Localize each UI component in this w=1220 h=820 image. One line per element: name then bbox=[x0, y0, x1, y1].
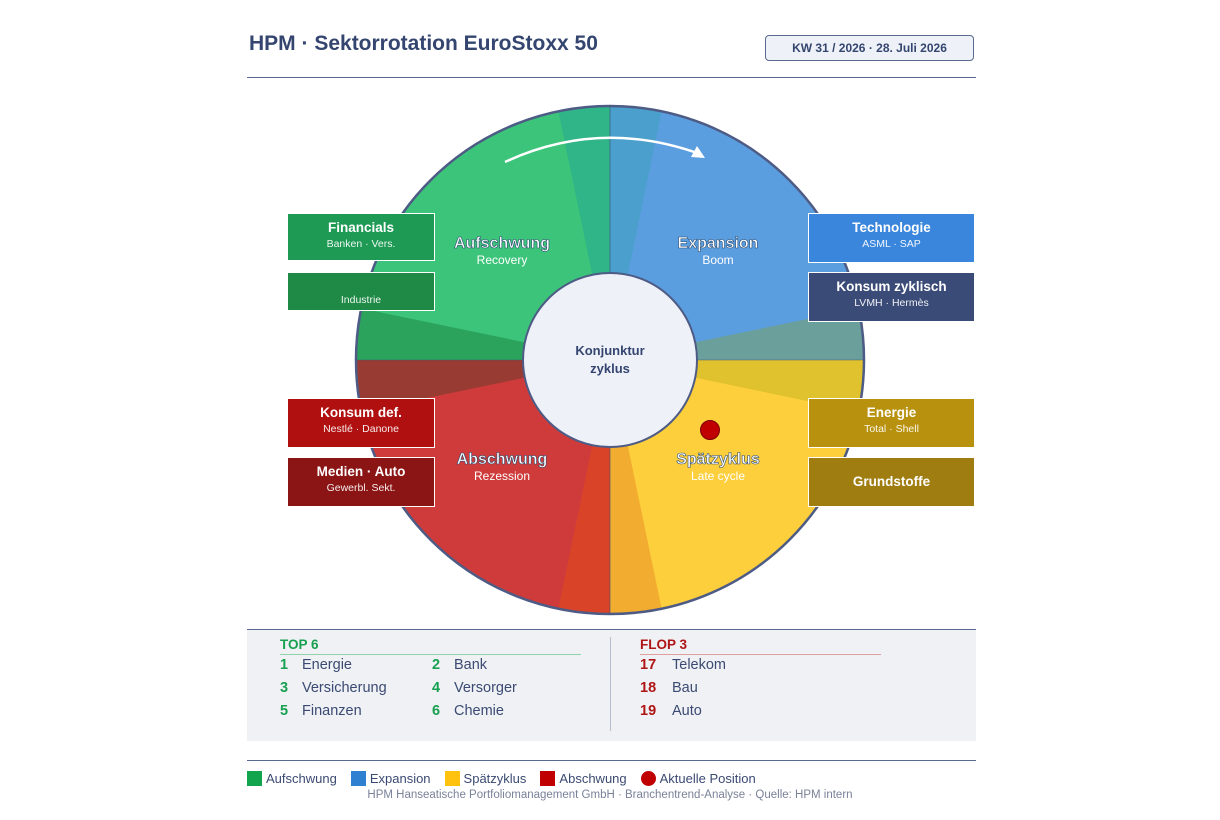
sector-subtitle: LVMH · Hermès bbox=[854, 297, 929, 309]
sector-subtitle: Banken · Vers. bbox=[326, 238, 396, 250]
sector-box-industrie: Industrie bbox=[287, 272, 435, 311]
date-badge: KW 31 / 2026 · 28. Juli 2026 bbox=[765, 35, 974, 61]
sector-box-technologie: Technologie ASML · SAP bbox=[808, 213, 975, 263]
sector-box-medien-auto: Medien · Auto Gewerbl. Sekt. bbox=[287, 457, 435, 507]
top-name: Energie bbox=[302, 657, 352, 673]
legend-item: Spätzyklus bbox=[444, 770, 527, 786]
ranking-panel bbox=[247, 629, 976, 741]
phase-title-spaetzyklus: Spätzyklus bbox=[676, 451, 760, 468]
flop-heading: FLOP 3 bbox=[640, 637, 688, 652]
legend-swatch bbox=[350, 770, 366, 786]
top-rank: 5 bbox=[280, 703, 289, 719]
flop-name: Telekom bbox=[672, 657, 726, 673]
top-rank: 4 bbox=[432, 680, 441, 696]
phase-title-expansion: Expansion bbox=[678, 235, 759, 252]
top-name: Finanzen bbox=[302, 703, 362, 719]
phase-subtitle-expansion: Boom bbox=[702, 253, 733, 267]
sector-title: Financials bbox=[327, 220, 395, 235]
sector-title: Konsum def. bbox=[320, 405, 402, 420]
sector-box-grundstoffe: Grundstoffe bbox=[808, 457, 975, 507]
sector-subtitle: Total · Shell bbox=[864, 423, 919, 435]
sector-title: Technologie bbox=[852, 220, 931, 235]
phase-subtitle-spaetzyklus: Late cycle bbox=[691, 469, 745, 483]
center-label-line1: Konjunktur bbox=[575, 343, 644, 358]
phase-subtitle-abschwung: Rezession bbox=[474, 469, 530, 483]
flop-heading-rule bbox=[640, 654, 881, 655]
legend-swatch bbox=[247, 770, 262, 786]
sector-title bbox=[288, 279, 434, 291]
top-name: Versorger bbox=[454, 680, 517, 696]
sector-box-energie: Energie Total · Shell bbox=[808, 398, 975, 448]
legend-label: Expansion bbox=[369, 770, 431, 786]
legend: Aufschwung Expansion Spätzyklus Abschwun… bbox=[247, 769, 770, 787]
sector-title: Grundstoffe bbox=[852, 474, 931, 489]
sector-box-konsum-def: Konsum def. Nestlé · Danone bbox=[287, 398, 435, 448]
footer-credit: HPM Hanseatische Portfoliomanagement Gmb… bbox=[367, 789, 853, 801]
legend-swatch bbox=[444, 770, 460, 786]
sector-subtitle: ASML · SAP bbox=[862, 238, 921, 250]
sector-subtitle: Industrie bbox=[340, 294, 382, 306]
legend-label: Spätzyklus bbox=[463, 770, 527, 786]
legend-item: Aufschwung bbox=[247, 770, 337, 786]
top-heading-rule bbox=[280, 654, 581, 655]
sector-title: Medien · Auto bbox=[316, 464, 406, 479]
flop-rank: 18 bbox=[640, 680, 657, 696]
top-rank: 1 bbox=[280, 657, 289, 673]
phase-title-abschwung: Abschwung bbox=[457, 451, 548, 468]
legend-label: Abschwung bbox=[559, 770, 627, 786]
rotation-arrow-icon bbox=[504, 136, 701, 164]
top-name: Versicherung bbox=[302, 680, 387, 696]
top-rank: 6 bbox=[432, 703, 441, 719]
legend-item: Aktuelle Position bbox=[640, 770, 756, 786]
top-rank: 3 bbox=[280, 680, 289, 696]
sector-subtitle: Nestlé · Danone bbox=[323, 423, 399, 435]
flop-rank: 19 bbox=[640, 703, 657, 719]
top-rank: 2 bbox=[432, 657, 441, 673]
legend-swatch bbox=[540, 770, 556, 786]
sector-box-konsum-zyklisch: Konsum zyklisch LVMH · Hermès bbox=[808, 272, 975, 322]
flop-name: Bau bbox=[672, 680, 698, 696]
wheel-center bbox=[522, 272, 698, 448]
flop-rank: 17 bbox=[640, 657, 657, 673]
flop-name: Auto bbox=[672, 703, 702, 719]
phase-title-aufschwung: Aufschwung bbox=[454, 235, 550, 252]
legend-item: Expansion bbox=[350, 770, 431, 786]
phase-expansion-quadrant bbox=[610, 106, 864, 360]
top-name: Chemie bbox=[454, 703, 504, 719]
sector-box-financials: Financials Banken · Vers. bbox=[287, 213, 435, 261]
dot-icon bbox=[640, 770, 656, 786]
sector-title: Konsum zyklisch bbox=[836, 279, 947, 294]
ranking-divider bbox=[610, 637, 611, 731]
legend-item: Abschwung bbox=[540, 770, 627, 786]
legend-label: Aktuelle Position bbox=[659, 770, 756, 786]
sector-title: Energie bbox=[866, 405, 917, 420]
legend-divider bbox=[247, 760, 976, 761]
page-title: HPM · Sektorrotation EuroStoxx 50 bbox=[249, 32, 598, 55]
top-name: Bank bbox=[454, 657, 488, 673]
legend-label: Aufschwung bbox=[266, 770, 337, 786]
header-divider bbox=[247, 77, 976, 78]
current-position-marker bbox=[700, 420, 720, 440]
sector-subtitle: Gewerbl. Sekt. bbox=[326, 482, 396, 494]
phase-subtitle-aufschwung: Recovery bbox=[477, 253, 528, 267]
phase-spaetzyklus-quadrant bbox=[610, 360, 864, 614]
center-label-line2: zyklus bbox=[590, 361, 630, 376]
top-heading: TOP 6 bbox=[280, 637, 319, 652]
